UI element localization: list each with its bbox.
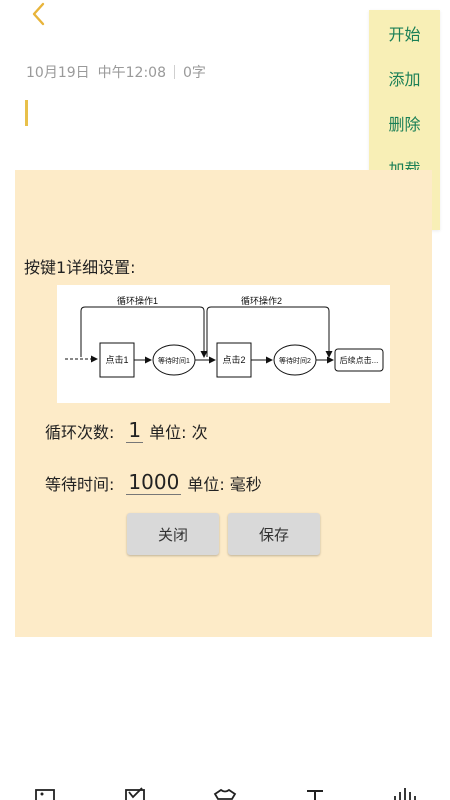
note-date: 10月19日 <box>26 65 90 81</box>
note-time: 中午12:08 <box>97 65 166 81</box>
loop-count-row: 循环次数: 1 单位: 次 <box>45 418 208 443</box>
diagram-click1: 点击1 <box>105 354 128 365</box>
clothes-tool-button[interactable] <box>210 780 240 800</box>
menu-item-start[interactable]: 开始 <box>388 24 421 44</box>
diagram-click2: 点击2 <box>222 354 245 365</box>
word-count: 0字 <box>183 65 206 81</box>
diagram-wait2: 等待时间2 <box>279 356 311 365</box>
bottom-toolbar <box>0 780 450 800</box>
checkbox-tool-button[interactable] <box>120 780 150 800</box>
note-meta: 10月19日 中午12:08 0字 <box>26 62 206 82</box>
menu-item-delete[interactable]: 删除 <box>388 114 421 134</box>
waveform-icon <box>394 788 416 800</box>
wait-time-label: 等待时间: <box>45 475 115 494</box>
image-tool-button[interactable] <box>30 780 60 800</box>
text-tool-button[interactable] <box>300 780 330 800</box>
wait-time-row: 等待时间: 1000 单位: 毫秒 <box>45 470 262 495</box>
loop-count-label: 循环次数: <box>45 423 115 442</box>
close-button[interactable]: 关闭 <box>127 513 219 555</box>
key-settings-dialog: 按键1详细设置: 循环操作1 循环操作2 点击1 等待时间1 <box>15 170 432 637</box>
menu-item-add[interactable]: 添加 <box>388 69 421 89</box>
save-button[interactable]: 保存 <box>228 513 320 555</box>
chevron-left-icon <box>32 2 45 26</box>
dialog-title: 按键1详细设置: <box>24 258 136 277</box>
loop-diagram: 循环操作1 循环操作2 点击1 等待时间1 点击2 等待时间2 后续点击.. <box>57 285 390 403</box>
text-cursor[interactable] <box>25 100 28 126</box>
back-button[interactable] <box>26 0 50 28</box>
text-icon <box>307 790 323 800</box>
diagram-loop1-label: 循环操作1 <box>117 295 158 306</box>
meta-divider <box>174 65 175 79</box>
checkbox-icon <box>125 787 145 800</box>
shirt-icon <box>213 788 237 800</box>
image-icon <box>35 789 55 800</box>
wait-time-unit: 单位: 毫秒 <box>187 475 262 494</box>
loop-count-unit: 单位: 次 <box>149 423 208 442</box>
diagram-wait1: 等待时间1 <box>158 356 190 365</box>
audio-tool-button[interactable] <box>390 780 420 800</box>
loop-count-input[interactable]: 1 <box>126 418 144 443</box>
diagram-loop2-label: 循环操作2 <box>241 295 282 306</box>
wait-time-input[interactable]: 1000 <box>126 470 182 495</box>
diagram-next: 后续点击... <box>340 355 379 365</box>
